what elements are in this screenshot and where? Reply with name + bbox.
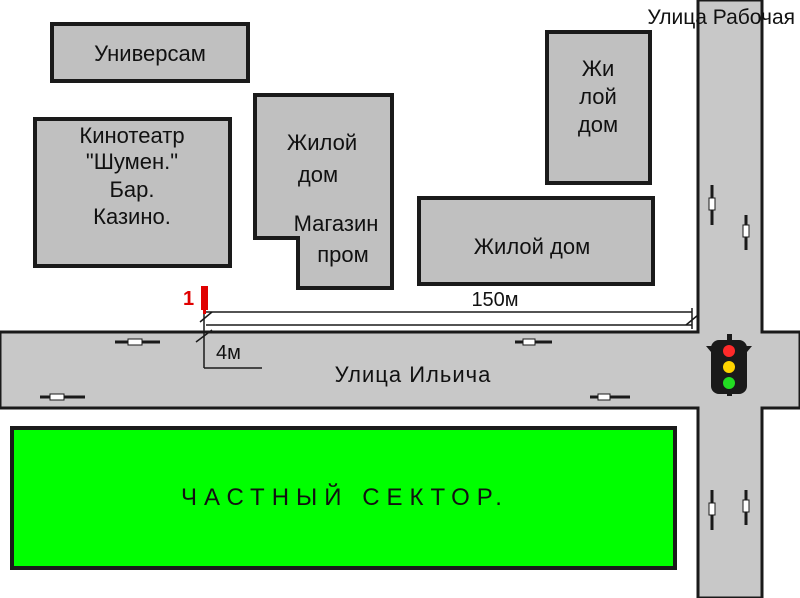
label-supermarket: Универсам — [94, 41, 206, 66]
dimension-tick — [685, 314, 699, 326]
building-cinema — [33, 117, 232, 268]
lane-dash-markers — [49, 197, 750, 516]
lane-dash-cap — [742, 499, 750, 513]
label-store-line-2: пром — [317, 242, 369, 267]
marker-label: 1 — [183, 288, 194, 310]
traffic-light-red — [723, 345, 735, 357]
distance-label-4m: 4м — [216, 342, 241, 364]
building-residential-right — [417, 196, 655, 286]
lane-dash-cap — [522, 338, 536, 346]
marker-tip — [203, 308, 206, 314]
label-cinema-line-3: Бар. — [109, 177, 154, 202]
label-residential-right: Жилой дом — [474, 234, 591, 259]
private-sector-area — [10, 426, 677, 570]
label-residential-left-line-2: дом — [298, 162, 338, 187]
traffic-light-icon — [706, 334, 752, 396]
label-cinema-line-4: Казино. — [93, 204, 171, 229]
label-residential-tall-line-1: Жи — [582, 56, 615, 81]
building-supermarket — [50, 22, 250, 83]
distance-marker-150m — [199, 308, 699, 329]
lane-dash-cap — [597, 393, 611, 401]
lane-dash-cap — [708, 502, 716, 516]
label-residential-tall-line-3: дом — [578, 112, 618, 137]
label-cinema-line-1: Кинотеатр — [79, 123, 184, 148]
label-store-line-1: Магазин — [294, 211, 379, 236]
street-label-rabochaya: Улица Рабочая — [647, 6, 795, 29]
lane-dash-cap — [742, 224, 750, 238]
building-residential-store — [253, 93, 394, 290]
lane-dash-cap — [127, 338, 143, 346]
lane-dash-cap — [49, 393, 65, 401]
traffic-light-green — [723, 377, 735, 389]
dimension-tick — [199, 311, 213, 323]
label-residential-tall-line-2: лой — [579, 84, 617, 109]
label-residential-left-line-1: Жилой — [287, 130, 357, 155]
building-labels: Универсам Кинотеатр "Шумен." Бар. Казино… — [79, 41, 618, 267]
street-label-ilicha: Улица Ильича — [335, 362, 492, 387]
lane-dash-cap — [708, 197, 716, 211]
marker-stem — [201, 286, 208, 310]
distance-marker-4m — [195, 312, 262, 369]
location-marker-icon — [201, 286, 208, 314]
building-residential-tall — [545, 30, 652, 185]
buildings — [33, 22, 655, 290]
traffic-light-yellow — [723, 361, 735, 373]
label-cinema-line-2: "Шумен." — [86, 149, 178, 174]
dimension-tick — [195, 329, 213, 343]
private-sector-label: ЧАСТНЫЙ СЕКТОР. — [181, 483, 509, 511]
distance-label-150m: 150м — [471, 289, 518, 311]
